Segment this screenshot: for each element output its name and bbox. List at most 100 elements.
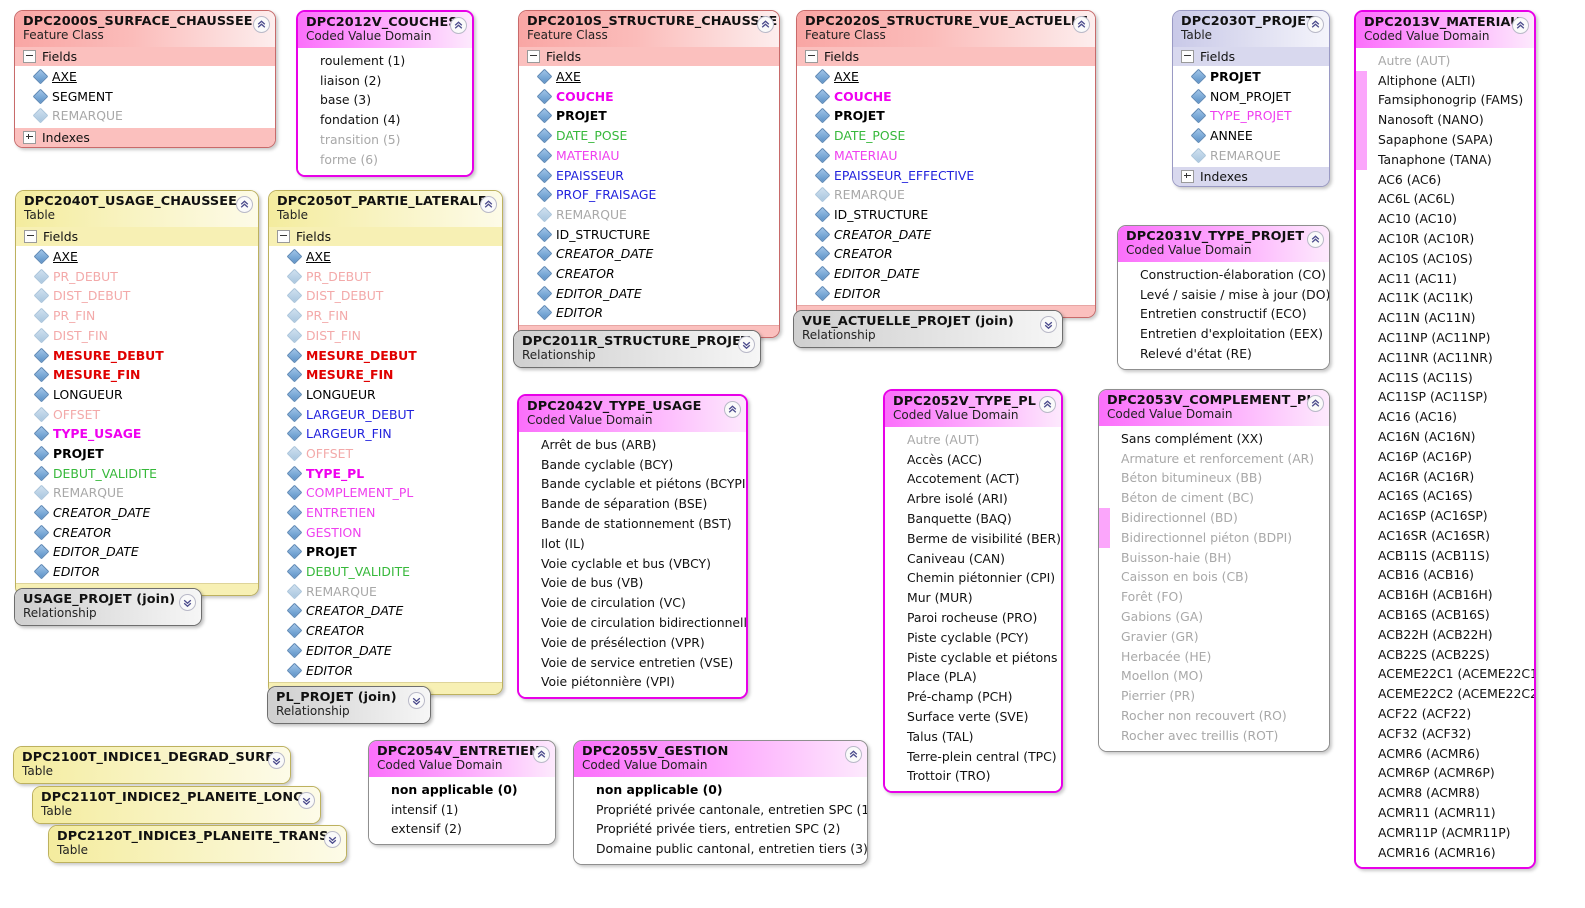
domain-value[interactable]: roulement (1) <box>320 52 406 68</box>
field-row[interactable]: EDITOR_DATE <box>797 264 1095 284</box>
domain-value[interactable]: Banquette (BAQ) <box>907 510 1012 526</box>
field-row[interactable]: REMARQUE <box>269 581 502 601</box>
field-row[interactable]: DIST_DEBUT <box>269 286 502 306</box>
domain-value[interactable]: Famsiphonogrip (FAMS) <box>1378 92 1524 108</box>
collapse-chevron-up-icon[interactable] <box>845 746 862 763</box>
domain-value[interactable]: AC16R (AC16R) <box>1378 468 1475 484</box>
domain-value[interactable]: Bidirectionnel (BD) <box>1121 509 1238 525</box>
section-indexes[interactable]: Indexes <box>15 127 275 147</box>
domain-value[interactable]: AC11S (AC11S) <box>1378 369 1473 385</box>
collapse-chevron-up-icon[interactable] <box>724 401 741 418</box>
field-row[interactable]: EDITOR_DATE <box>519 283 779 303</box>
collapse-chevron-up-icon[interactable] <box>1307 231 1324 248</box>
expand-chevron-down-icon[interactable] <box>1040 316 1057 333</box>
field-row[interactable]: LARGEUR_FIN <box>269 424 502 444</box>
domain-value[interactable]: ACF32 (ACF32) <box>1378 725 1472 741</box>
field-row[interactable]: DIST_FIN <box>269 326 502 346</box>
field-row[interactable]: DIST_DEBUT <box>16 286 258 306</box>
domain-value[interactable]: Relevé d'état (RE) <box>1140 345 1252 361</box>
domain-value[interactable]: Levé / saisie / mise à jour (DO) <box>1140 286 1330 302</box>
plus-icon[interactable] <box>23 130 36 144</box>
field-row[interactable]: CREATOR_DATE <box>16 503 258 523</box>
card-header[interactable]: DPC2000S_SURFACE_CHAUSSEE Feature Class <box>15 11 275 47</box>
domain-value[interactable]: Surface verte (SVE) <box>907 708 1029 724</box>
minus-icon[interactable] <box>527 49 540 63</box>
domain-card-dpc2042v[interactable]: DPC2042V_TYPE_USAGE Coded Value Domain A… <box>517 394 748 700</box>
domain-value[interactable]: Herbacée (HE) <box>1121 648 1212 664</box>
domain-value[interactable]: AC16P (AC16P) <box>1378 448 1472 464</box>
domain-value[interactable]: Terre-plein central (TPC) <box>907 748 1057 764</box>
entity-card-dpc2010s[interactable]: DPC2010S_STRUCTURE_CHAUSSEE Feature Clas… <box>518 10 780 338</box>
field-row[interactable]: PR_FIN <box>269 306 502 326</box>
domain-card-dpc2013v[interactable]: DPC2013V_MATERIAU Coded Value Domain Aut… <box>1354 10 1536 870</box>
field-row[interactable]: AXE <box>519 67 779 87</box>
field-row[interactable]: ANNEE <box>1173 126 1329 146</box>
domain-value[interactable]: Forêt (FO) <box>1121 589 1184 605</box>
domain-value[interactable]: ACMR6 (ACMR6) <box>1378 745 1480 761</box>
collapse-chevron-up-icon[interactable] <box>1307 16 1324 33</box>
field-row[interactable]: OFFSET <box>269 444 502 464</box>
domain-value[interactable]: ACB16 (ACB16) <box>1378 567 1474 583</box>
domain-value[interactable]: Caniveau (CAN) <box>907 550 1005 566</box>
domain-value[interactable]: Gabions (GA) <box>1121 608 1204 624</box>
domain-value[interactable]: liaison (2) <box>320 72 382 88</box>
field-row[interactable]: GESTION <box>269 522 502 542</box>
field-row[interactable]: REMARQUE <box>15 106 275 126</box>
domain-value[interactable]: ACB22S (ACB22S) <box>1378 646 1490 662</box>
domain-value[interactable]: ACMR11 (ACMR11) <box>1378 805 1496 821</box>
expand-chevron-down-icon[interactable] <box>268 752 285 769</box>
domain-value[interactable]: ACB22H (ACB22H) <box>1378 626 1493 642</box>
card-header[interactable]: DPC2020S_STRUCTURE_VUE_ACTUELLE Feature … <box>797 11 1095 47</box>
field-row[interactable]: PROJET <box>269 542 502 562</box>
field-row[interactable]: LONGUEUR <box>16 385 258 405</box>
domain-value[interactable]: Bande cyclable et piétons (BCYPI) <box>541 476 748 492</box>
field-row[interactable]: EDITOR <box>797 283 1095 303</box>
section-fields[interactable]: Fields <box>519 46 779 66</box>
field-row[interactable]: ID_STRUCTURE <box>519 224 779 244</box>
section-fields[interactable]: Fields <box>1173 46 1329 66</box>
domain-value[interactable]: Talus (TAL) <box>907 728 974 744</box>
domain-value[interactable]: Entretien constructif (ECO) <box>1140 306 1307 322</box>
expand-chevron-down-icon[interactable] <box>408 692 425 709</box>
domain-value[interactable]: AC11N (AC11N) <box>1378 310 1476 326</box>
entity-card-dpc2020s[interactable]: DPC2020S_STRUCTURE_VUE_ACTUELLE Feature … <box>796 10 1096 319</box>
minus-icon[interactable] <box>805 49 818 63</box>
domain-value[interactable]: non applicable (0) <box>596 781 723 797</box>
domain-value[interactable]: Voie cyclable et bus (VBCY) <box>541 555 711 571</box>
collapse-chevron-up-icon[interactable] <box>1073 16 1090 33</box>
domain-value[interactable]: Voie de présélection (VPR) <box>541 634 705 650</box>
section-indexes[interactable]: Indexes <box>1173 167 1329 187</box>
field-row[interactable]: AXE <box>797 67 1095 87</box>
domain-value[interactable]: fondation (4) <box>320 112 401 128</box>
domain-value[interactable]: Accès (ACC) <box>907 451 983 467</box>
domain-value[interactable]: Gravier (GR) <box>1121 628 1199 644</box>
domain-card-dpc2055v[interactable]: DPC2055V_GESTION Coded Value Domain non … <box>573 740 868 865</box>
domain-value[interactable]: AC11K (AC11K) <box>1378 290 1474 306</box>
field-row[interactable]: REMARQUE <box>797 185 1095 205</box>
domain-value[interactable]: Ilot (IL) <box>541 535 585 551</box>
domain-card-dpc2052v[interactable]: DPC2052V_TYPE_PL Coded Value Domain Autr… <box>883 389 1063 794</box>
domain-value[interactable]: AC11NP (AC11NP) <box>1378 329 1491 345</box>
domain-value[interactable]: Autre (AUT) <box>1378 52 1451 68</box>
field-row[interactable]: DEBUT_VALIDITE <box>269 562 502 582</box>
field-row[interactable]: MESURE_FIN <box>16 365 258 385</box>
domain-value[interactable]: Voie de circulation (VC) <box>541 595 686 611</box>
field-row[interactable]: COMPLEMENT_PL <box>269 483 502 503</box>
card-header[interactable]: DPC2013V_MATERIAU Coded Value Domain <box>1356 12 1534 48</box>
domain-value[interactable]: AC16S (AC16S) <box>1378 488 1473 504</box>
domain-value[interactable]: Mur (MUR) <box>907 590 973 606</box>
domain-value[interactable]: Pierrier (PR) <box>1121 688 1196 704</box>
section-fields[interactable]: Fields <box>15 46 275 66</box>
plus-icon[interactable] <box>1181 170 1194 184</box>
domain-value[interactable]: forme (6) <box>320 151 379 167</box>
domain-value[interactable]: non applicable (0) <box>391 781 518 797</box>
field-row[interactable]: OFFSET <box>16 404 258 424</box>
domain-value[interactable]: Voie de circulation bidirectionnelle <box>541 614 748 630</box>
card-header[interactable]: DPC2100T_INDICE1_DEGRAD_SURF Table <box>14 747 290 783</box>
domain-value[interactable]: Voie de bus (VB) <box>541 575 644 591</box>
domain-value[interactable]: AC6L (AC6L) <box>1378 191 1455 207</box>
domain-value[interactable]: Altiphone (ALTI) <box>1378 72 1476 88</box>
field-row[interactable]: PR_DEBUT <box>269 266 502 286</box>
domain-value[interactable]: ACMR6P (ACMR6P) <box>1378 765 1495 781</box>
entity-card-dpc2040t[interactable]: DPC2040T_USAGE_CHAUSSEE Table Fields AXE… <box>15 190 259 597</box>
